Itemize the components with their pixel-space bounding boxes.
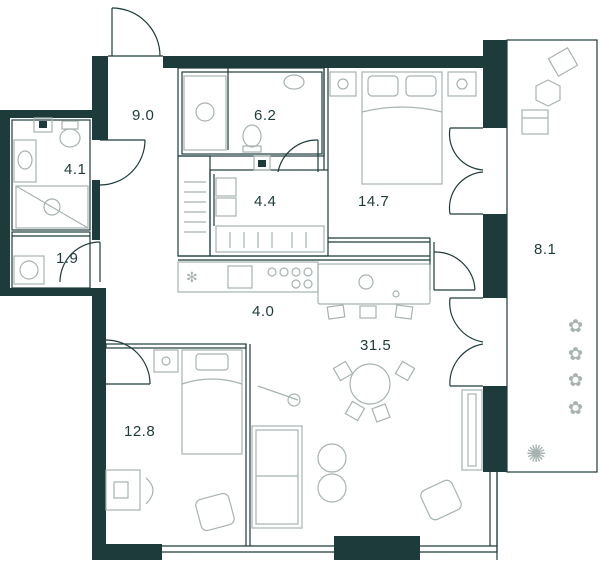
toilet-icon [242, 124, 262, 153]
wc-toilet-icon [59, 120, 81, 148]
bottom-windows [162, 472, 498, 553]
svg-text:✿: ✿ [568, 316, 583, 337]
nightstand-right-icon [447, 71, 477, 97]
balcony-chair-2-icon [521, 109, 549, 135]
area-bathroom: 6.2 [254, 107, 276, 124]
tv-stand-icon [461, 389, 483, 471]
shower-icon [15, 185, 89, 229]
area-hall: 9.0 [132, 107, 154, 124]
laundry-appliance-icon [215, 177, 237, 217]
plant-icon: ✿ ✿ ✿ ✿ ✺ [526, 316, 583, 468]
interior-doors [59, 127, 484, 387]
desk-icon [105, 469, 154, 511]
balcony-chair-icon [547, 47, 579, 77]
wc-sink-icon [13, 139, 37, 183]
area-corridor: 4.0 [252, 303, 274, 320]
small-nightstand-icon [153, 349, 179, 373]
bar-stools-icon [326, 304, 414, 320]
area-living-kitchen: 31.5 [360, 337, 391, 354]
area-laundry: 4.4 [254, 193, 276, 210]
sofa-icon [251, 425, 303, 529]
dining-table-icon [332, 360, 416, 423]
armchair-bedroom-icon [195, 492, 235, 532]
coffee-table-icon [317, 443, 347, 503]
interior-walls [11, 67, 435, 546]
nightstand-left-icon [329, 71, 357, 97]
ladder-icon [257, 385, 301, 407]
area-balcony: 8.1 [534, 241, 556, 258]
balcony-table-icon [535, 79, 561, 107]
svg-text:✺: ✺ [526, 440, 546, 468]
wc-vent-icon [33, 117, 53, 133]
area-wc: 4.1 [64, 161, 86, 178]
svg-text:✿: ✿ [568, 370, 583, 391]
area-bedroom-master: 14.7 [358, 193, 389, 210]
wardrobe-hangers-icon [215, 225, 325, 253]
armchair-living-icon [420, 479, 462, 521]
kitchen-counter-icon [177, 261, 319, 293]
stove-icon: ✻ [186, 270, 198, 286]
vent-icon [253, 155, 271, 171]
room-labels: 9.0 6.2 4.1 4.4 14.7 1.9 4.0 8.1 31.5 12… [56, 107, 556, 440]
bed-icon [361, 71, 443, 185]
wardrobe-icon [184, 181, 206, 233]
svg-text:✻: ✻ [186, 270, 198, 286]
svg-text:✿: ✿ [568, 344, 583, 365]
area-storage: 1.9 [56, 250, 78, 267]
bathtub-icon [183, 75, 227, 151]
entrance-door [108, 7, 163, 57]
washing-machine-icon [13, 255, 45, 285]
single-bed-icon [181, 349, 243, 455]
svg-text:✿: ✿ [568, 398, 583, 419]
sink-icon [283, 74, 305, 90]
kitchen-island-icon [317, 263, 431, 305]
area-bedroom-small: 12.8 [124, 423, 155, 440]
exterior-walls [0, 40, 507, 560]
